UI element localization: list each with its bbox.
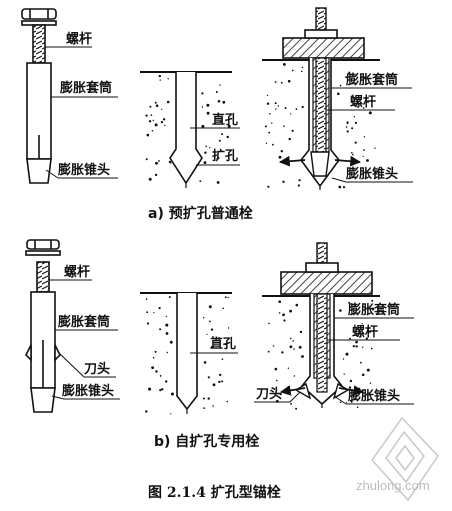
label-bolt-b1: 螺杆 bbox=[64, 264, 90, 280]
label-cone-b1: 膨胀锥头 bbox=[61, 383, 114, 399]
label-bolt-a3: 螺杆 bbox=[350, 94, 376, 110]
hole-a-prereamed bbox=[140, 71, 232, 188]
watermark-text: zhulong.com bbox=[356, 478, 430, 493]
anchor-b-standalone bbox=[25, 239, 61, 413]
label-sleeve-a3: 膨胀套筒 bbox=[345, 72, 398, 88]
leaders-b1 bbox=[49, 279, 120, 400]
anchor-a-installed bbox=[262, 7, 380, 190]
washer-icon bbox=[25, 250, 61, 256]
concrete-dots bbox=[145, 296, 230, 415]
label-sleeve-b3: 膨胀套筒 bbox=[347, 302, 400, 318]
nut-icon bbox=[304, 29, 338, 39]
label-bolt-a1: 螺杆 bbox=[66, 31, 92, 47]
concrete-dots bbox=[265, 63, 377, 189]
watermark-logo bbox=[371, 416, 439, 502]
figure-caption: 图 2.1.4 扩孔型锚栓 bbox=[148, 484, 281, 501]
anchor-a-standalone bbox=[21, 8, 57, 184]
leaders-a3 bbox=[326, 87, 413, 183]
label-cone-a3: 膨胀锥头 bbox=[345, 166, 398, 182]
label-cutter-b3: 刀头 bbox=[256, 386, 282, 402]
cutter-blade bbox=[294, 382, 312, 400]
label-cone-b3: 膨胀锥头 bbox=[347, 388, 400, 404]
label-reamed-hole-a2: 扩孔 bbox=[212, 148, 238, 164]
label-cone-a1: 膨胀锥头 bbox=[57, 162, 110, 178]
fixture-plate bbox=[282, 37, 365, 59]
cutter-blade bbox=[332, 382, 350, 400]
leaders-a2 bbox=[190, 127, 240, 166]
threaded-rod bbox=[32, 24, 46, 64]
label-straight-hole-a2: 直孔 bbox=[212, 112, 238, 128]
fixture-plate bbox=[280, 271, 373, 295]
expansion-cone bbox=[26, 158, 52, 184]
nut-icon bbox=[21, 8, 57, 20]
label-sleeve-a1: 膨胀套筒 bbox=[59, 80, 112, 96]
label-sleeve-b1: 膨胀套筒 bbox=[57, 314, 110, 330]
label-bolt-b3: 螺杆 bbox=[352, 324, 378, 340]
nut-icon bbox=[305, 262, 339, 273]
threaded-rod bbox=[36, 261, 50, 293]
hole-b-straight bbox=[140, 292, 232, 415]
cutter-blade bbox=[54, 344, 61, 362]
nut-icon bbox=[26, 239, 60, 250]
cutter-blade bbox=[25, 344, 32, 362]
caption-a: a) 预扩孔普通栓 bbox=[148, 205, 253, 222]
anchor-b-installed bbox=[262, 242, 380, 410]
concrete-dots bbox=[145, 74, 231, 184]
leaders-b3 bbox=[254, 317, 414, 405]
expansion-cone bbox=[30, 387, 56, 413]
leaders-a1 bbox=[45, 46, 118, 179]
caption-b: b) 自扩孔专用栓 bbox=[154, 433, 259, 450]
label-straight-hole-b2: 直孔 bbox=[210, 336, 236, 352]
label-cutter-b1: 刀头 bbox=[84, 361, 110, 377]
